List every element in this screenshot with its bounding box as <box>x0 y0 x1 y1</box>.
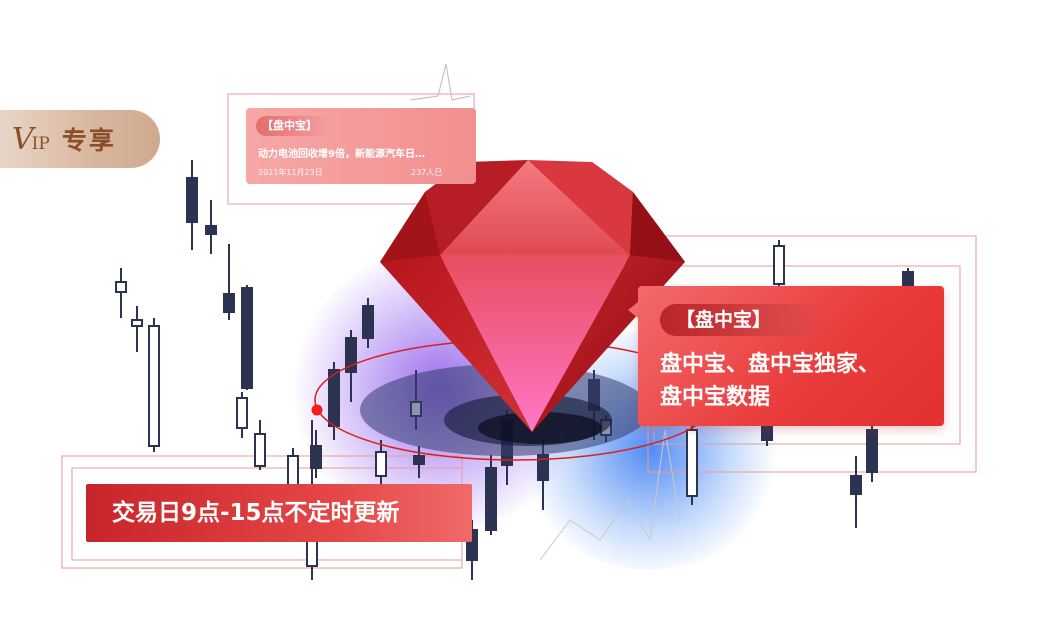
candle-body <box>375 451 387 477</box>
candle-body <box>485 467 497 531</box>
candle-body <box>866 429 878 473</box>
vip-badge: VIP 专享 <box>0 110 160 168</box>
candle-body <box>310 445 322 469</box>
news-tag: 【盘中宝】 <box>256 116 331 136</box>
candle-body <box>362 305 374 339</box>
candle-body <box>241 287 253 389</box>
info-line-1: 盘中宝、盘中宝独家、 <box>660 352 881 377</box>
candle-body <box>773 245 785 285</box>
candle-body <box>537 454 549 481</box>
candle-body <box>186 177 198 223</box>
disc-inner <box>478 412 602 444</box>
candle-body <box>328 369 340 427</box>
news-card[interactable]: 【盘中宝】 动力电池回收增9倍，新能源汽车日… 2021年11月23日 237人… <box>246 108 476 184</box>
candle-body <box>466 529 478 561</box>
update-time-banner: 交易日9点-15点不定时更新 <box>86 484 472 542</box>
candle-body <box>686 429 698 497</box>
candle-body <box>131 319 143 327</box>
news-count: 237人已 <box>411 168 443 177</box>
news-date: 2021年11月23日 <box>258 168 323 177</box>
candle-body <box>306 539 318 567</box>
news-title: 动力电池回收增9倍，新能源汽车日… <box>258 149 425 160</box>
candle-body <box>223 293 235 313</box>
vip-label: 专享 <box>61 126 116 155</box>
candle-body <box>148 325 160 447</box>
candle-body <box>850 475 862 495</box>
candle-body <box>345 337 357 373</box>
info-tag: 【盘中宝】 <box>660 304 828 336</box>
candle-body <box>413 455 425 465</box>
thin-line-top <box>409 63 471 101</box>
candle-body <box>236 397 248 429</box>
info-body: 盘中宝、盘中宝独家、 盘中宝数据 <box>660 348 940 414</box>
candle-body <box>115 281 127 293</box>
candle-body <box>205 225 217 235</box>
info-card: 【盘中宝】 盘中宝、盘中宝独家、 盘中宝数据 <box>628 286 944 426</box>
vip-logo: VIP <box>12 121 50 157</box>
orbit-dot <box>311 404 323 416</box>
info-line-2: 盘中宝数据 <box>660 385 771 410</box>
candle-body <box>254 433 266 467</box>
thin-line-bottom <box>539 429 681 561</box>
